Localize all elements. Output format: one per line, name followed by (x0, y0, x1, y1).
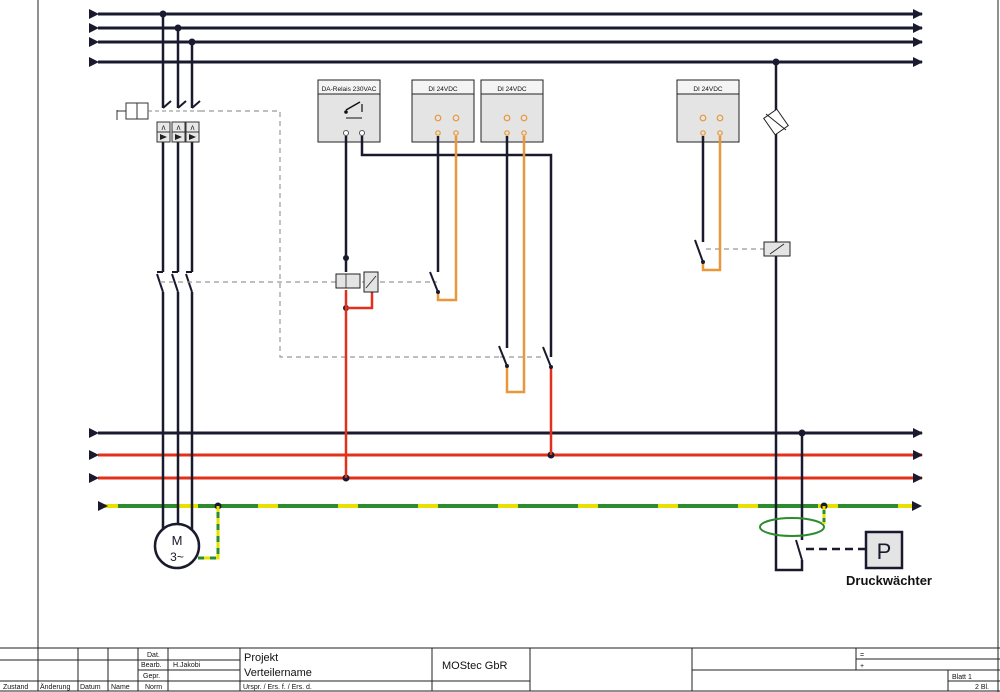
mechanical-linkages (160, 110, 764, 358)
pe-ring (759, 506, 826, 537)
control-wires-red (344, 290, 553, 478)
tb-project-line1: Projekt (244, 652, 278, 664)
contactor-coil (335, 271, 379, 293)
motor-protection-switch: ᴧ ᴧ ᴧ (116, 100, 201, 143)
tb-sheet: Blatt 1 (952, 674, 972, 681)
di-module-3-label: DI 24VDC (693, 86, 723, 93)
contact-dots (436, 260, 705, 369)
motor-pe-wire (198, 506, 220, 560)
motor-phase: 3~ (170, 550, 184, 564)
motor: M 3~ (153, 522, 201, 570)
svg-text:ᴧ: ᴧ (177, 123, 181, 132)
title-block (0, 647, 1000, 692)
svg-text:ᴧ: ᴧ (191, 123, 195, 132)
tb-eq: = (860, 652, 864, 659)
relay-label: DA-Relais 230VAC (322, 86, 377, 93)
tb-gepr: Gepr. (143, 673, 160, 680)
di-module-3: DI 24VDC (676, 79, 740, 143)
auxiliary-contacts (429, 239, 704, 368)
di-module-2: DI 24VDC (480, 79, 544, 143)
fuse (763, 108, 789, 136)
pressure-symbol: P (877, 539, 892, 564)
bottom-busbars (89, 428, 923, 483)
da-relay-module: DA-Relais 230VAC (317, 79, 381, 143)
top-busbars (89, 9, 923, 67)
pressure-switch: P Druckwächter (795, 530, 932, 588)
tb-zustand: Zustand (3, 684, 28, 691)
pe-busbar (98, 501, 922, 511)
sheet-border (37, 0, 999, 692)
svg-text:ᴧ: ᴧ (162, 123, 166, 132)
tb-author: H.Jakobi (173, 662, 201, 669)
di-module-1: DI 24VDC (411, 79, 475, 143)
tb-plus: + (860, 663, 864, 670)
tb-datum: Datum (80, 684, 101, 691)
di-module-1-label: DI 24VDC (428, 86, 458, 93)
di-module-2-label: DI 24VDC (497, 86, 527, 93)
motor-letter: M (172, 533, 183, 548)
right-relay-coil (763, 241, 791, 257)
tb-ursprung: Urspr. / Ers. f. / Ers. d. (243, 684, 312, 691)
tb-sheets-total: 2 Bl. (975, 684, 989, 691)
tb-norm: Norm (145, 684, 162, 691)
tb-aenderung: Änderung (40, 683, 70, 691)
motor-phase-wires (161, 14, 194, 530)
tb-bearb: Bearb. (141, 662, 162, 669)
tb-project-line2: Verteilername (244, 667, 312, 679)
title-block-text: Dat. Bearb. Gepr. H.Jakobi Zustand Änder… (3, 652, 989, 691)
tb-name: Name (111, 684, 130, 691)
tb-company: MOStec GbR (442, 660, 507, 672)
contactor-main-contacts (156, 271, 193, 293)
tb-dat: Dat. (147, 652, 160, 659)
pressure-label: Druckwächter (846, 573, 932, 588)
control-wires-orange (436, 136, 722, 394)
